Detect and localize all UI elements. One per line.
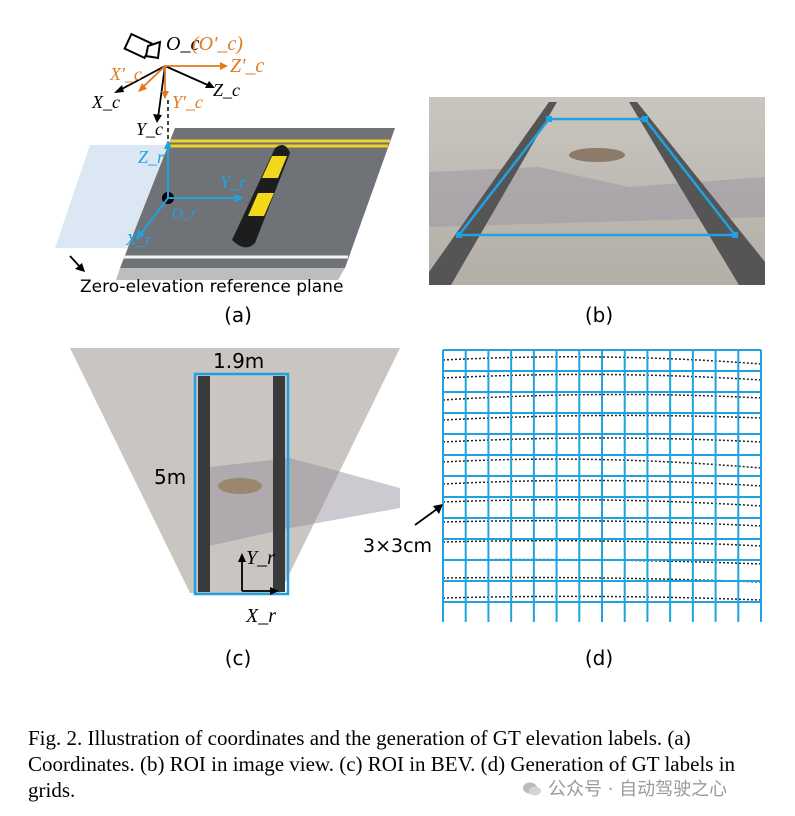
camera-icon — [123, 32, 162, 60]
point-cloud-rows — [442, 356, 762, 601]
axis-label-zc: Z_c — [213, 80, 240, 100]
plane-label: Zero-elevation reference plane — [80, 277, 343, 297]
gt-grid-lines — [442, 349, 762, 622]
axis-label-yc-prime: Y'_c — [172, 92, 203, 112]
axis-label-xc: X_c — [91, 92, 120, 112]
axis-label-zr: Z_r — [138, 147, 165, 167]
grid-size-label: 3×3cm — [363, 535, 432, 557]
panel-b-label: (b) — [584, 303, 614, 327]
roi-length-label: 5m — [154, 465, 186, 489]
bev-axis-y-label: Y_r — [246, 547, 275, 569]
figure-caption: Fig. 2. Illustration of coordinates and … — [28, 725, 778, 803]
road-origin-label: O_r — [172, 206, 196, 222]
axis-label-yc: Y_c — [136, 119, 163, 139]
panel-b-photo — [429, 97, 765, 285]
watermark-text: 公众号 · 自动驾驶之心 — [548, 779, 728, 800]
bev-axis-x-label: X_r — [245, 605, 276, 627]
caption-text: Illustration of coordinates and the gene… — [28, 726, 736, 802]
roi-width-label: 1.9m — [213, 349, 264, 373]
caption-prefix: Fig. 2. — [28, 726, 83, 750]
panel-c-bev: 1.9m 5m Y_r X_r — [70, 348, 400, 627]
axis-label-xc-prime: X'_c — [109, 64, 142, 84]
panel-d-grid: 3×3cm — [363, 349, 762, 622]
axis-label-xr: X_r — [125, 230, 152, 249]
axis-label-yr: Y_r — [220, 172, 247, 192]
speed-bump — [232, 144, 290, 248]
panel-c-label: (c) — [224, 646, 252, 670]
panel-a-label: (a) — [224, 303, 252, 327]
panel-a-figure: O_c (O'_c) X_c Y_c Z_c X'_c Y'_c Z'_c Z_… — [55, 32, 395, 297]
wechat-icon — [523, 782, 541, 796]
panel-d-label: (d) — [584, 646, 614, 670]
axis-label-zc-prime: Z'_c — [230, 55, 264, 77]
camera-origin-label: O_c — [166, 33, 199, 55]
camera-origin-prime-label: (O'_c) — [192, 33, 243, 55]
watermark: 公众号 · 自动驾驶之心 — [518, 775, 732, 801]
